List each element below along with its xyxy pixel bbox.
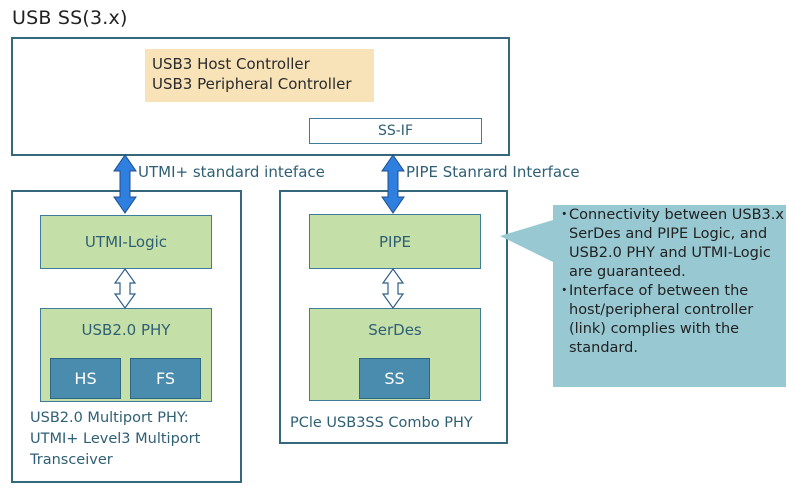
usb2-phy-caption-line: Transceiver bbox=[30, 452, 113, 468]
utmi-phy-hollow-arrow bbox=[113, 267, 137, 310]
hs-mode-box: HS bbox=[50, 358, 121, 399]
bullet-icon: ・ bbox=[557, 283, 572, 299]
pipe-interface-label: PIPE Stanrard Interface bbox=[406, 163, 580, 181]
callout-note: ・ Connectivity between USB3.x SerDes and… bbox=[557, 206, 785, 358]
combo-phy-caption: PCle USB3SS Combo PHY bbox=[290, 415, 473, 431]
usb2-phy-caption-line: UTMI+ Level3 Multiport bbox=[30, 431, 201, 447]
ss-mode-box: SS bbox=[359, 358, 430, 399]
callout-balloon bbox=[500, 205, 786, 387]
callout-item-text: Interface of between the host/peripheral… bbox=[569, 283, 754, 356]
serdes-label: SerDes bbox=[368, 321, 422, 339]
usb2-phy-caption-line: USB2.0 Multiport PHY: bbox=[30, 410, 189, 426]
utmi-logic-box: UTMI-Logic bbox=[40, 215, 212, 269]
host-controller-label: USB3 Host Controller bbox=[152, 55, 310, 73]
ss-if-box: SS-IF bbox=[309, 118, 482, 144]
bullet-icon: ・ bbox=[557, 207, 572, 223]
callout-item-text: Connectivity between USB3.x SerDes and P… bbox=[569, 207, 784, 280]
callout-item: ・ Connectivity between USB3.x SerDes and… bbox=[557, 206, 785, 282]
peripheral-controller-label: USB3 Peripheral Controller bbox=[152, 75, 352, 93]
pipe-bidirectional-arrow bbox=[381, 154, 405, 214]
pipe-serdes-hollow-arrow bbox=[381, 267, 405, 310]
fs-mode-box: FS bbox=[130, 358, 201, 399]
callout-item: ・ Interface of between the host/peripher… bbox=[557, 282, 785, 358]
utmi-bidirectional-arrow bbox=[113, 154, 137, 214]
utmi-interface-label: UTMI+ standard inteface bbox=[138, 163, 325, 181]
diagram-title: USB SS(3.x) bbox=[12, 7, 128, 29]
controller-label-box: USB3 Host Controller USB3 Peripheral Con… bbox=[145, 49, 374, 102]
usb2-phy-label: USB2.0 PHY bbox=[81, 321, 171, 339]
pipe-logic-box: PIPE bbox=[309, 214, 481, 269]
usb2-phy-caption: USB2.0 Multiport PHY: UTMI+ Level3 Multi… bbox=[30, 408, 200, 471]
